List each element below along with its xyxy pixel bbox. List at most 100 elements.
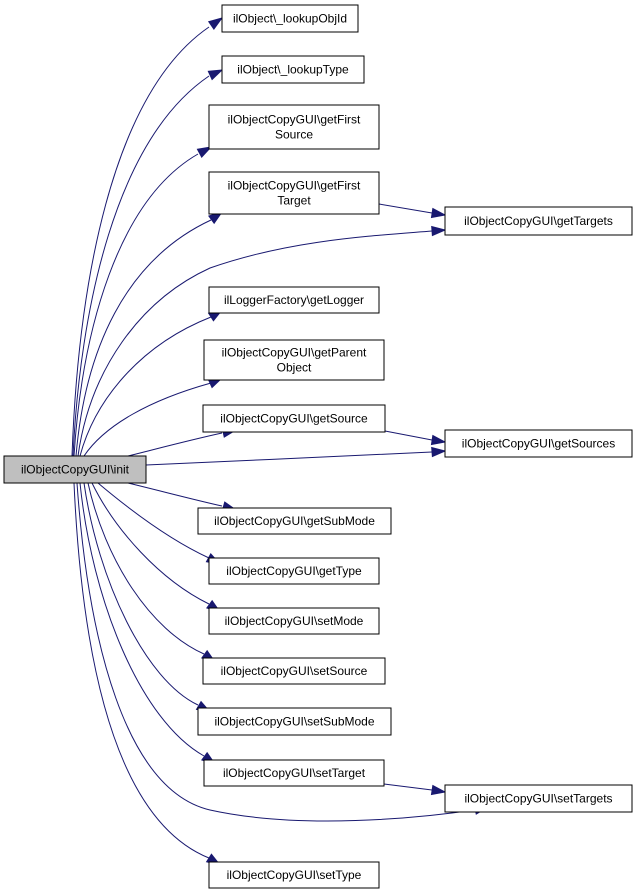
node-box [203,339,385,381]
edge-line [383,783,433,791]
edge-getSource-to-getSources [384,430,447,446]
edge-line [83,482,199,706]
edge-line [79,316,212,457]
edge-line [91,482,210,605]
edge-arrowhead [196,146,213,158]
node-label: ilObjectCopyGUI\getSubMode [214,514,375,528]
node-box [202,657,386,685]
edge-line [87,482,205,655]
edge-root-to-getParentObject [83,377,224,457]
edge-line [73,482,210,859]
node-label: ilObjectCopyGUI\setType [227,868,362,882]
node-box [444,784,633,813]
node-label: Target [277,194,311,208]
edge-root-to-setMode [91,482,222,613]
node-box [208,607,380,635]
node-getTargets[interactable]: ilObjectCopyGUI\getTargets [444,206,633,236]
node-box [208,861,380,889]
node-label: ilObjectCopyGUI\getParent [222,346,367,360]
node-lookupType[interactable]: ilObject\_lookupType [221,55,365,84]
node-label: ilObject\_lookupObjId [233,12,347,26]
edge-getFirstTarget-to-getTargets [378,203,447,219]
node-label: ilObjectCopyGUI\getSource [220,412,368,426]
node-label: Source [275,128,313,142]
node-box [208,557,380,585]
edge-arrowhead [430,784,447,796]
edge-line [77,230,433,457]
edge-line [71,26,210,457]
edge-line [127,432,223,457]
nodes-layer: ilObjectCopyGUI\init ilObject\_lookupObjI… [3,4,633,889]
edge-root-to-getSources [145,446,447,466]
edge-arrowhead [430,207,447,219]
node-getLogger[interactable]: ilLoggerFactory\getLogger [208,286,380,314]
edge-line [384,430,433,441]
edge-line [127,482,223,507]
edge-line [97,482,210,559]
node-setTarget[interactable]: ilObjectCopyGUI\setTarget [203,759,385,787]
node-label: ilObjectCopyGUI\getTargets [464,214,613,228]
node-setSubMode[interactable]: ilObjectCopyGUI\setSubMode [197,707,392,736]
node-box [203,759,385,787]
edge-arrowhead [207,69,224,81]
edge-root-to-getFirstTarget [75,211,224,457]
node-root[interactable]: ilObjectCopyGUI\init [3,455,147,484]
node-box [208,104,380,150]
node-setType[interactable]: ilObjectCopyGUI\setType [208,861,380,889]
node-box [202,404,386,433]
node-setTargets[interactable]: ilObjectCopyGUI\setTargets [444,784,633,813]
node-label: Object [277,361,312,375]
node-box [221,55,365,84]
node-label: ilObjectCopyGUI\setSource [221,664,368,678]
edge-arrowhead [431,225,447,237]
node-label: ilObjectCopyGUI\setSubMode [214,715,374,729]
edge-root-to-getTargets [77,225,447,457]
node-box [197,707,392,736]
edge-line [145,451,433,466]
node-box [208,286,380,314]
edge-line [76,482,475,822]
node-label: ilObject\_lookupType [237,63,349,77]
edge-arrowhead [431,446,447,458]
node-label: ilObjectCopyGUI\getFirst [228,179,361,193]
edge-line [378,203,433,214]
node-label: ilObjectCopyGUI\setTargets [464,792,612,806]
edge-line [72,75,210,457]
edge-root-to-lookupType [72,69,224,457]
edge-arrowhead [430,434,447,446]
node-getSubMode[interactable]: ilObjectCopyGUI\getSubMode [197,507,392,535]
node-box [3,455,147,484]
edge-line [79,482,205,757]
node-setSource[interactable]: ilObjectCopyGUI\setSource [202,657,386,685]
node-label: ilObjectCopyGUI\setTarget [223,766,366,780]
edge-arrowhead [207,17,224,30]
edge-line [75,219,212,457]
edge-root-to-getLogger [79,309,224,457]
node-label: ilObjectCopyGUI\setMode [225,614,364,628]
node-setMode[interactable]: ilObjectCopyGUI\setMode [208,607,380,635]
node-lookupObjId[interactable]: ilObject\_lookupObjId [221,4,359,33]
node-label: ilObjectCopyGUI\getFirst [228,113,361,127]
node-getSources[interactable]: ilObjectCopyGUI\getSources [444,429,633,458]
node-box [444,206,633,236]
edge-line [83,382,212,457]
node-getType[interactable]: ilObjectCopyGUI\getType [208,557,380,585]
edge-root-to-lookupObjId [71,17,224,457]
node-label: ilObjectCopyGUI\getSources [462,437,615,451]
node-label: ilObjectCopyGUI\init [21,463,130,477]
edge-root-to-getSubMode [127,482,238,512]
edge-line [73,153,199,457]
edge-root-to-getFirstSource [73,146,213,457]
node-box [208,171,380,215]
node-box [444,429,633,458]
node-getSource[interactable]: ilObjectCopyGUI\getSource [202,404,386,433]
node-box [197,507,392,535]
node-label: ilLoggerFactory\getLogger [224,293,364,307]
edge-setTarget-to-setTargets [383,783,447,796]
node-box [221,4,359,33]
node-label: ilObjectCopyGUI\getType [226,564,362,578]
